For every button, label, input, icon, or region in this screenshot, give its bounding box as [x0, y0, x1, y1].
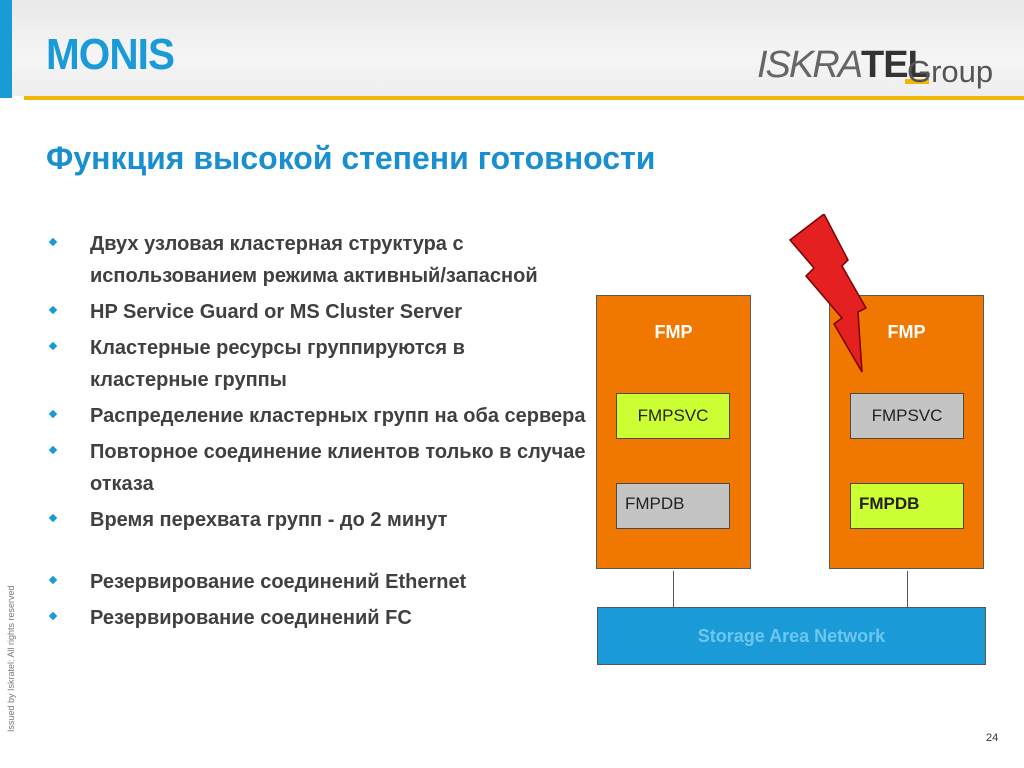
bullet-item: Резервирование соединений Ethernet	[46, 566, 586, 598]
diamond-bullet-icon	[48, 445, 58, 455]
bullet-text: Время перехвата групп - до 2 минут	[90, 509, 448, 531]
bullet-text: Двух узловая кластерная структура с испо…	[90, 233, 538, 287]
server-label: FMP	[887, 322, 926, 342]
server-label: FMP	[654, 322, 693, 342]
fmpdb-component-passive: FMPDB	[616, 483, 730, 529]
bullet-item: Повторное соединение клиентов только в с…	[46, 436, 586, 500]
copyright-side-text: Issued by Iskratel: All rights reserved	[6, 585, 16, 732]
bullet-item: Кластерные ресурсы группируются в класте…	[46, 332, 586, 396]
bullet-item: Резервирование соединений FC	[46, 602, 586, 634]
failure-lightning-icon	[788, 214, 868, 373]
logo-part-group: Group	[907, 54, 994, 89]
server-node-left: FMP FMPSVC FMPDB	[596, 295, 751, 569]
bullet-text: Распределение кластерных групп на оба се…	[90, 405, 586, 427]
diamond-bullet-icon	[48, 513, 58, 523]
logo-underline	[905, 79, 929, 84]
logo-part-iskra: ISKRA	[757, 44, 863, 86]
connector-line-left	[673, 571, 674, 607]
bullet-text: Резервирование соединений Ethernet	[90, 571, 467, 593]
diamond-bullet-icon	[48, 305, 58, 315]
connector-line-right	[907, 571, 908, 607]
diamond-bullet-icon	[48, 341, 58, 351]
page-number: 24	[986, 732, 999, 744]
slide-title: Функция высокой степени готовности	[46, 140, 656, 176]
bullet-text: Резервирование соединений FC	[90, 607, 412, 629]
cluster-diagram: FMP FMPSVC FMPDB FMP FMPSVC FMPDB Storag…	[596, 214, 988, 668]
iskratel-logo: ISKRA TEL Group	[757, 44, 1001, 94]
bullet-list: Двух узловая кластерная структура с испо…	[46, 228, 586, 638]
bullet-text: Повторное соединение клиентов только в с…	[90, 441, 586, 495]
fmpsvc-component-active: FMPSVC	[616, 393, 730, 439]
header-divider	[24, 96, 1024, 100]
storage-area-network: Storage Area Network	[597, 607, 986, 665]
bullet-text: Кластерные ресурсы группируются в класте…	[90, 337, 465, 391]
bullet-text: HP Service Guard or MS Cluster Server	[90, 301, 463, 323]
fmpsvc-component-passive: FMPSVC	[850, 393, 964, 439]
diamond-bullet-icon	[48, 409, 58, 419]
accent-bar	[0, 0, 12, 98]
diamond-bullet-icon	[48, 611, 58, 621]
bullet-item: Распределение кластерных групп на оба се…	[46, 400, 586, 432]
header-bar	[0, 0, 1024, 96]
fmpdb-component-active: FMPDB	[850, 483, 964, 529]
monis-logo: MONIS	[46, 30, 175, 79]
diamond-bullet-icon	[48, 575, 58, 585]
bullet-item: Время перехвата групп - до 2 минут	[46, 504, 586, 536]
bullet-item: Двух узловая кластерная структура с испо…	[46, 228, 586, 292]
bullet-item: HP Service Guard or MS Cluster Server	[46, 296, 586, 328]
diamond-bullet-icon	[48, 237, 58, 247]
